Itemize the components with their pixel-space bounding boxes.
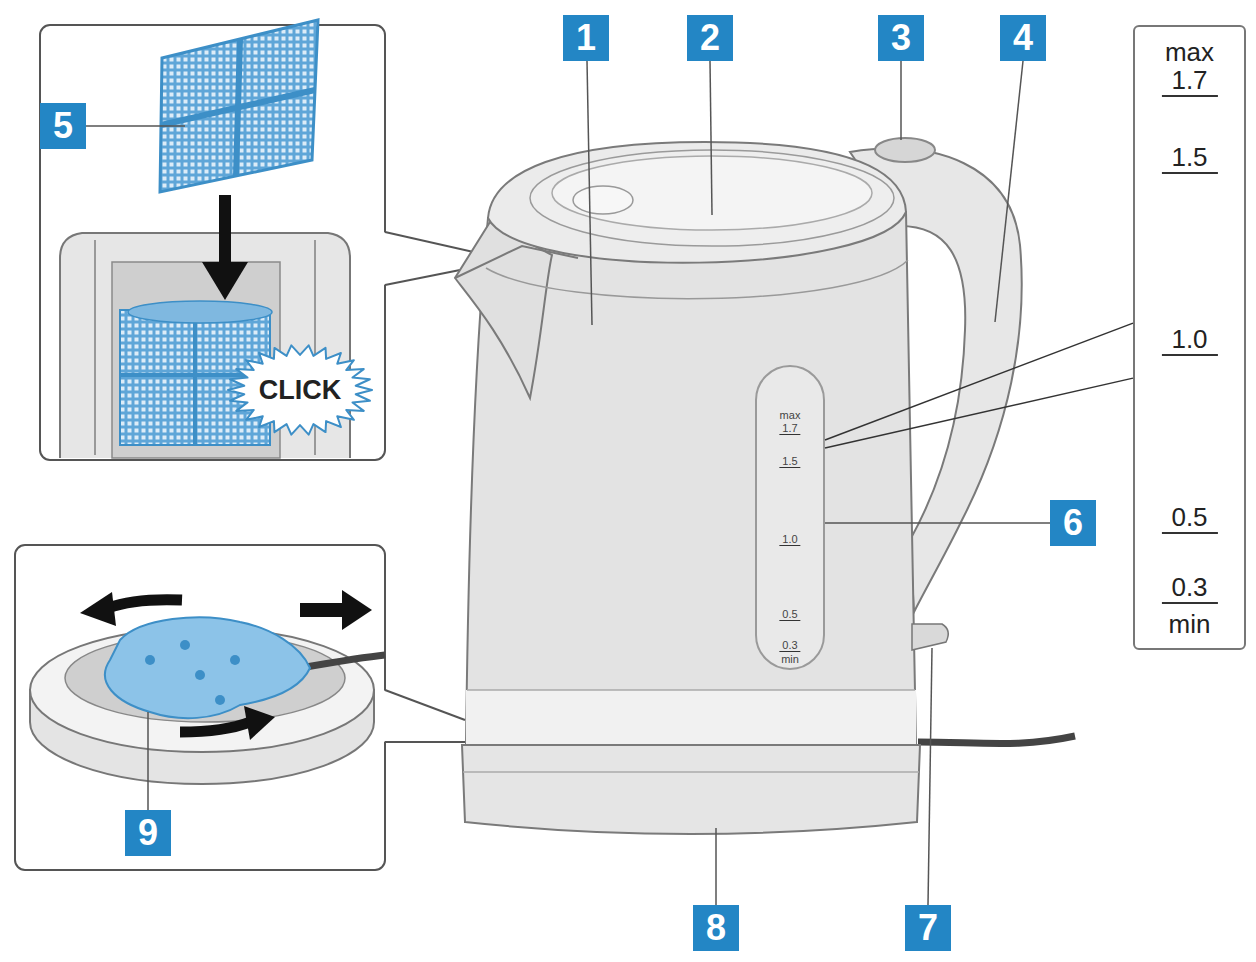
scale-mark: 1.5 [1161,142,1217,174]
filter-tab [128,301,272,323]
scale-mark: 1.7 [1161,65,1217,97]
rim-line [486,260,908,299]
callout-number: 1 [563,15,609,61]
plate-dot [180,640,190,650]
callout-number: 2 [687,15,733,61]
callout-number: 5 [40,103,86,149]
power-cord [918,736,1075,744]
callout-number: 9 [125,810,171,856]
scale-mark: 1.7 [779,422,800,435]
arrow-head [80,592,116,626]
scale-mark: 0.3 [779,639,800,652]
leader-line [900,61,902,140]
callout-number: 9 [125,810,171,856]
callout-number: 7 [905,905,951,951]
inset-pointer-line [385,690,465,720]
base-line [463,771,919,773]
callout-number: 8 [693,905,739,951]
callout-number: 5 [40,103,86,149]
callout-number: 1 [563,15,609,61]
callout-number: 7 [905,905,951,951]
rotate-arrow [108,600,182,608]
rotate-arrow [180,722,250,732]
scale-panel: max1.7 1.5 1.0 0.5 0.3 min [1133,25,1246,650]
leader-line [86,125,185,127]
lift-arrow [300,603,345,617]
scale-mark: 0.3 [1161,572,1217,604]
scale-mark: 0.5 [779,608,800,621]
leader-line [710,61,712,215]
connector-plate [105,617,310,718]
power-cord [300,655,385,668]
callout-number: 4 [1000,15,1046,61]
leader-connector [825,378,1133,448]
leader-line [715,828,717,905]
scale-mark: 1.5 [779,455,800,468]
leader-line [995,61,1023,322]
callout-number: 3 [878,15,924,61]
scale-mark: 1.0 [1161,324,1217,356]
callout-number: 6 [1050,500,1096,546]
scale-mark: max [777,409,804,421]
leader-line [928,648,932,905]
inset-pointer [383,690,465,742]
leader-line [815,522,1050,524]
callout-number: 8 [693,905,739,951]
filter-frame [161,39,315,176]
scale-mark: min [1159,609,1221,639]
callout-number: 4 [1000,15,1046,61]
lid-button [573,186,633,214]
arrow-shaft [219,195,231,265]
plate-dot [230,655,240,665]
on-off-switch [912,624,948,650]
filter-part [160,20,318,192]
kettle-top [488,142,906,263]
click-starburst: CLICK [226,343,374,437]
plate-dot [215,695,225,705]
open-button [875,138,935,162]
arrow-head [202,262,248,300]
plate-dot [195,670,205,680]
arrow-head [244,706,275,740]
callout-number: 3 [878,15,924,61]
scale-mark: max [1155,37,1224,67]
body-band [466,690,916,745]
click-label: CLICK [226,343,374,437]
leader-line [587,61,592,325]
scale-mark: 1.0 [779,533,800,546]
leader-connector [825,323,1133,440]
leader-line [147,712,149,810]
inset-pointer-line [385,741,465,743]
callout-number: 6 [1050,500,1096,546]
water-level-window: max1.7 1.5 1.0 0.5 0.3min [755,365,825,670]
inset-frame [15,545,385,870]
band-line [467,689,915,691]
filter-slot [112,262,280,458]
plate-dot [145,655,155,665]
scale-mark: min [778,653,802,665]
kettle-base [462,745,920,834]
arrow-head [342,590,372,630]
callout-number: 2 [687,15,733,61]
scale-mark: 0.5 [1161,502,1217,534]
